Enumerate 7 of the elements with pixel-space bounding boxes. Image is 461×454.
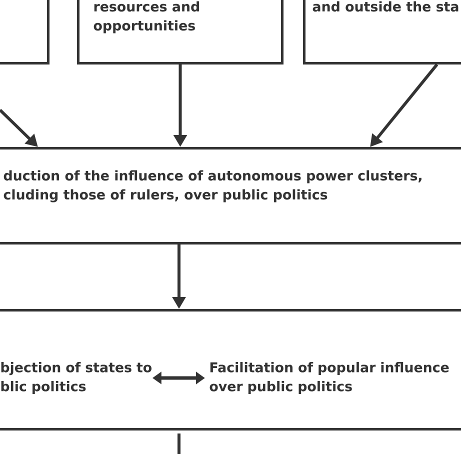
box — [0, 0, 50, 64]
band-box — [0, 309, 461, 430]
text-box: resources and opportunities — [77, 0, 284, 64]
text-label: Facilitation of popular influence over public politics — [210, 362, 449, 394]
text-box: and outside the sta — [303, 0, 461, 64]
text-box: duction of the influence of autonomous power clusters, cluding those of rulers, over public politics — [0, 147, 461, 244]
text-label: bjection of states to blic politics — [1, 362, 152, 394]
